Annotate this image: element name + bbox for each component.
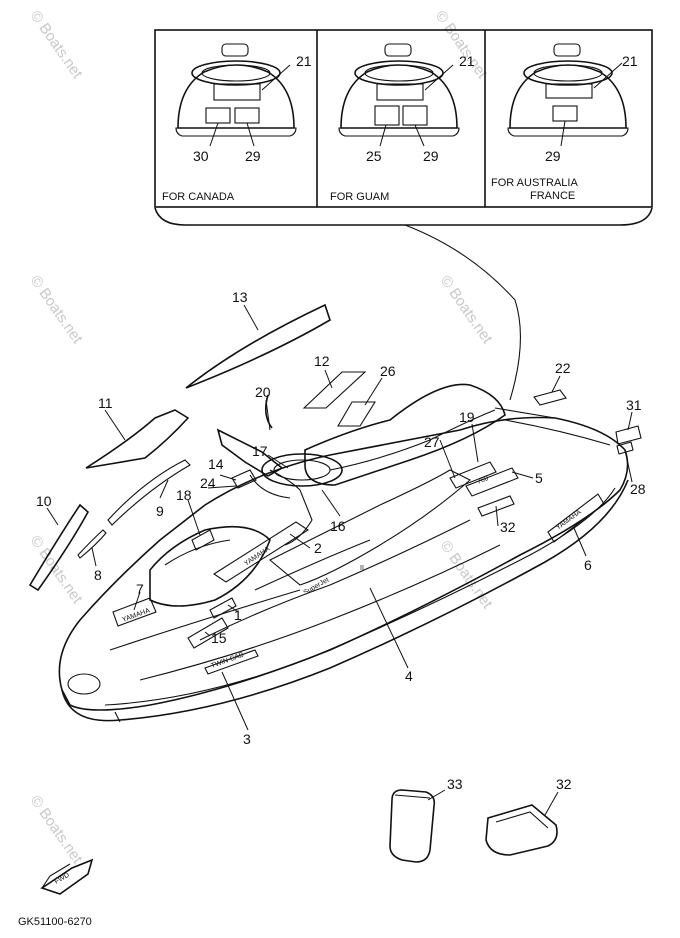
callout-number: 33: [447, 776, 463, 792]
callout-number: 14: [208, 456, 224, 472]
watermark-text: © Boats.net: [27, 793, 86, 868]
callout-number: 19: [459, 409, 475, 425]
callout-number: 18: [176, 487, 192, 503]
callout-number: 31: [626, 397, 642, 413]
callout-number: 15: [211, 630, 227, 646]
callout-number: 3: [243, 731, 251, 747]
watercraft-hull: YAMAHA YAMAHA YAMAHA TWIN CAB SuperJet I…: [58, 383, 629, 723]
callouts: 13 11 12 26 20 22 31 28 19 27 5 32 6 4 2…: [36, 289, 646, 747]
callout-number: 25: [366, 148, 382, 164]
callout-number: 1: [234, 607, 242, 623]
callout-number: 10: [36, 493, 52, 509]
callout-number: 21: [296, 53, 312, 69]
callout-number: 5: [535, 470, 543, 486]
callout-number: 11: [98, 395, 113, 411]
callout-number: 20: [255, 384, 271, 400]
watermark-text: © Boats.net: [27, 8, 86, 83]
callout-number: 12: [314, 353, 330, 369]
inset-panel-australia-france: 21 29 FOR AUSTRALIA FRANCE: [491, 43, 638, 202]
callout-number: 4: [405, 668, 413, 684]
spare-parts: 33 32: [389, 776, 572, 863]
callout-number: 32: [556, 776, 572, 792]
inset-panel-guam: 21 25 29 FOR GUAM: [330, 43, 475, 203]
inset-panel-canada: 21 30 29 FOR CANADA: [162, 43, 312, 203]
callout-number: 30: [193, 148, 209, 164]
region-label: FRANCE: [530, 190, 575, 202]
watermark-text: © Boats.net: [437, 538, 496, 613]
callout-number: 2: [314, 540, 322, 556]
callout-number: 17: [252, 443, 268, 459]
watermark-text: © Boats.net: [27, 533, 86, 608]
numeral-decal-text: II: [360, 565, 364, 572]
callout-number: 21: [459, 53, 475, 69]
callout-number: 24: [200, 475, 216, 491]
callout-number: 26: [380, 363, 396, 379]
callout-number: 22: [555, 360, 571, 376]
watermark-text: © Boats.net: [27, 273, 86, 348]
catalog-code: GK51100-6270: [18, 916, 92, 928]
callout-number: 21: [622, 53, 638, 69]
region-label: FOR GUAM: [330, 191, 389, 203]
watermark-text: © Boats.net: [432, 8, 491, 83]
region-label: FOR AUSTRALIA: [491, 177, 578, 189]
callout-number: 7: [136, 581, 144, 597]
callout-number: 6: [584, 557, 592, 573]
loose-decals: [28, 303, 642, 592]
callout-number: 27: [424, 434, 440, 450]
inset-frame: [154, 29, 653, 401]
fwd-label: FWD: [54, 872, 71, 886]
callout-number: 29: [545, 148, 561, 164]
callout-number: 16: [330, 518, 346, 534]
callout-number: 9: [156, 503, 164, 519]
watermark-text: © Boats.net: [437, 273, 496, 348]
callout-number: 32: [500, 519, 516, 535]
callout-number: 29: [423, 148, 439, 164]
callout-number: 13: [232, 289, 248, 305]
callout-number: 29: [245, 148, 261, 164]
fwd-arrow-icon: FWD: [40, 858, 94, 895]
callout-number: 28: [630, 481, 646, 497]
callout-number: 8: [94, 567, 102, 583]
size-decal-text: 760: [476, 475, 490, 486]
region-label: FOR CANADA: [162, 191, 235, 203]
